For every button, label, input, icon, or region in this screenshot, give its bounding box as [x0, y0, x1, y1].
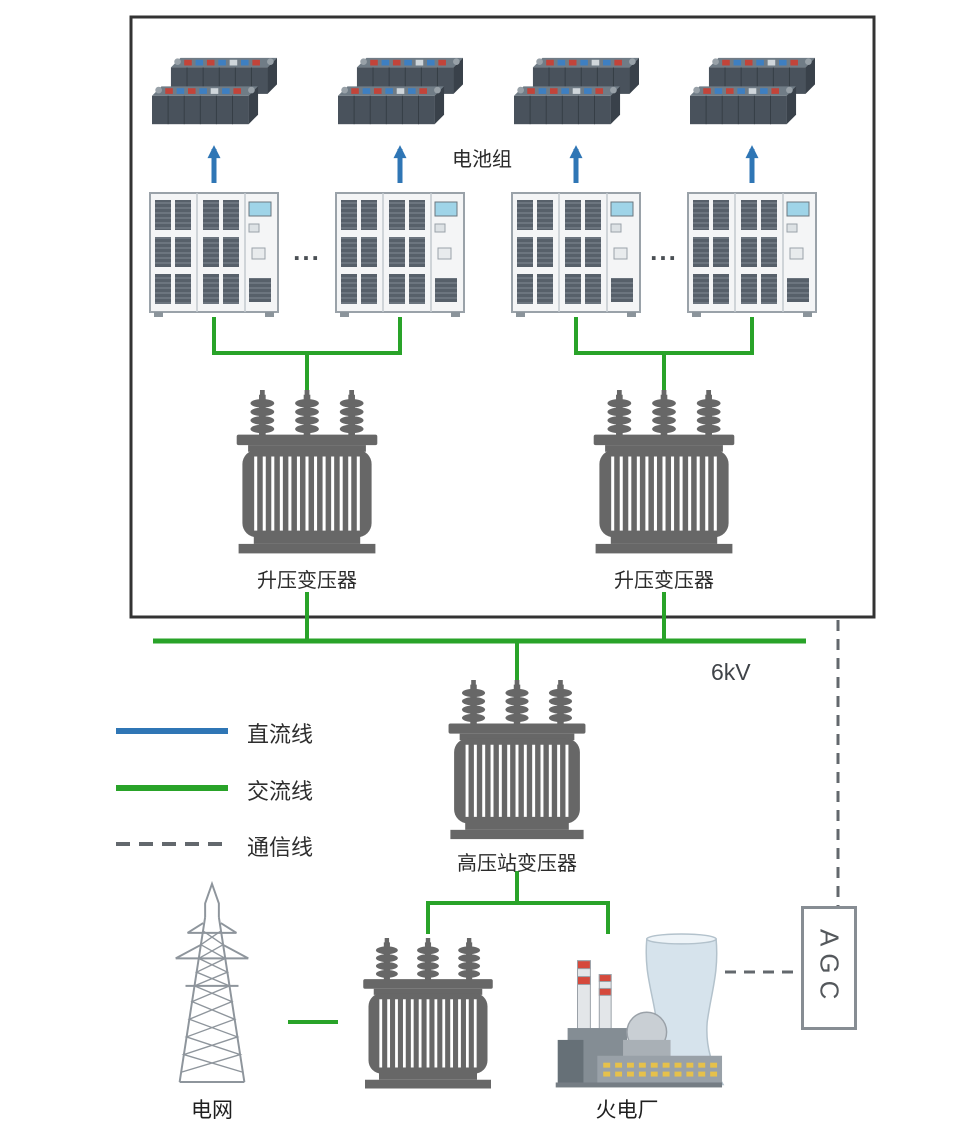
cabinet-ellipsis-right: ...	[650, 236, 678, 266]
bus-voltage-label: 6kV	[711, 659, 751, 685]
transmission-tower-icon	[174, 882, 250, 1084]
ac-line-cabinets-to-transformer-right	[574, 317, 754, 392]
battery-rack-icon-4	[690, 57, 815, 125]
hv-station-transformer-label: 高压站变压器	[457, 853, 577, 875]
legend-ac-label: 交流线	[247, 779, 314, 804]
battery-rack-icon-2	[338, 57, 463, 125]
agc-label: AGC	[814, 929, 845, 1007]
step-up-transformer-label-left: 升压变压器	[257, 570, 357, 592]
grid-label: 电网	[191, 1099, 233, 1122]
agc-box: AGC	[801, 906, 857, 1030]
hv-station-transformer-icon	[449, 680, 586, 839]
dc-lines	[116, 145, 759, 734]
step-up-transformer-icon-left	[237, 390, 378, 553]
battery-rack-icon-1	[152, 57, 277, 125]
pcs-cabinet-icon-4	[687, 192, 817, 318]
pcs-cabinet-icon-3	[511, 192, 641, 318]
ac-line-cabinets-to-transformer-left	[212, 317, 402, 392]
station-boundary-box	[129, 15, 876, 619]
battery-rack-icon-3	[514, 57, 639, 125]
ac-line-station-transformer-branch	[426, 871, 610, 934]
thermal-plant-label: 火电厂	[595, 1099, 659, 1122]
ac-lines	[116, 317, 806, 1024]
cabinet-ellipsis-left: ...	[293, 236, 321, 266]
step-up-transformer-icon-right	[594, 390, 735, 553]
comm-lines	[116, 620, 840, 974]
legend-comm-label: 通信线	[247, 835, 314, 860]
grid-transformer-icon	[363, 938, 493, 1089]
step-up-transformer-label-right: 升压变压器	[614, 570, 714, 592]
legend-dc-label: 直流线	[247, 722, 314, 747]
thermal-plant-icon	[554, 933, 724, 1089]
pcs-cabinet-icon-1	[149, 192, 279, 318]
battery-group-label: 电池组	[452, 149, 512, 171]
pcs-cabinet-icon-2	[335, 192, 465, 318]
